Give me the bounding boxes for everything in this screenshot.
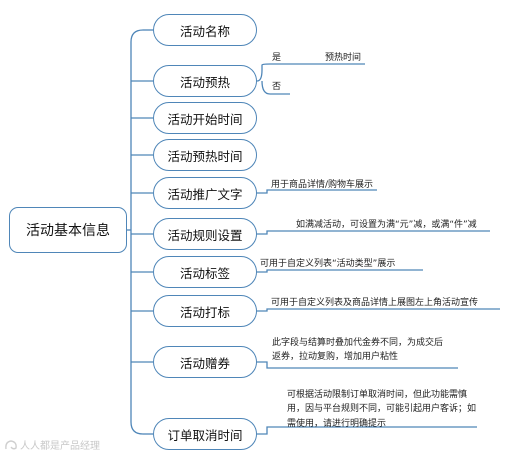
branch-activity-mark: 活动打标 — [153, 295, 257, 327]
note-activity-coupon: 此字段与结算时叠加代金券不同，为成交后返券，拉动复购，增加用户粘性 — [272, 338, 444, 363]
option-yes: 是 — [272, 53, 282, 63]
note-order-cancel-time: 可根据活动限制订单取消时间，但此功能需慎用，因与平台规则不同，可能引起用户客诉；… — [287, 390, 477, 429]
option-yes-line — [256, 63, 318, 82]
branch-label: 活动规则设置 — [167, 227, 243, 243]
note-underline-coupon — [257, 361, 458, 369]
branch-activity-name: 活动名称 — [153, 14, 257, 46]
note-underline-tag — [257, 269, 423, 273]
branch-label: 活动名称 — [179, 23, 230, 39]
branch-activity-preheat: 活动预热 — [153, 65, 257, 97]
branch-label: 订单取消时间 — [167, 427, 243, 443]
note-underline-cancel — [257, 426, 477, 435]
branch-label: 活动预热 — [179, 74, 230, 90]
note-promo-text: 用于商品详情/购物车展示 — [271, 180, 374, 190]
option-no-line — [261, 80, 290, 95]
root-node: 活动基本信息 — [9, 207, 127, 253]
branch-label: 活动标签 — [179, 265, 230, 281]
note-activity-mark: 可用于自定义列表及商品详情上展图左上角活动宣传 — [271, 298, 479, 308]
branch-rule-settings: 活动规则设置 — [153, 218, 257, 250]
branch-label: 活动赠券 — [179, 355, 230, 371]
branch-label: 活动打标 — [179, 304, 230, 320]
branch-activity-start-time: 活动开始时间 — [153, 102, 257, 134]
branch-label: 活动预热时间 — [167, 148, 243, 164]
watermark-text: 人人都是产品经理 — [20, 441, 100, 452]
branch-label: 活动推广文字 — [167, 186, 243, 202]
option-no: 否 — [272, 82, 282, 92]
note-rule-settings: 如满减活动，可设置为满“元”减，或满“件”减 — [296, 220, 477, 230]
preheat-time-note: 预热时间 — [325, 53, 362, 63]
watermark: 人人都是产品经理 — [4, 437, 100, 452]
branch-activity-preheat-time: 活动预热时间 — [153, 139, 257, 171]
trunk-line — [130, 29, 144, 435]
branch-activity-tag: 活动标签 — [153, 256, 257, 288]
note-underline-mark — [257, 308, 500, 312]
watermark-logo-icon — [5, 439, 17, 449]
note-underline-rules — [257, 230, 490, 235]
branch-label: 活动开始时间 — [167, 111, 243, 127]
branch-promo-text: 活动推广文字 — [153, 177, 257, 209]
root-label: 活动基本信息 — [26, 223, 110, 239]
branch-order-cancel-time: 订单取消时间 — [153, 418, 257, 450]
branch-activity-coupon: 活动赠券 — [153, 346, 257, 378]
note-activity-tag: 可用于自定义列表“活动类型”展示 — [260, 259, 396, 269]
note-underline-promo — [257, 189, 377, 194]
